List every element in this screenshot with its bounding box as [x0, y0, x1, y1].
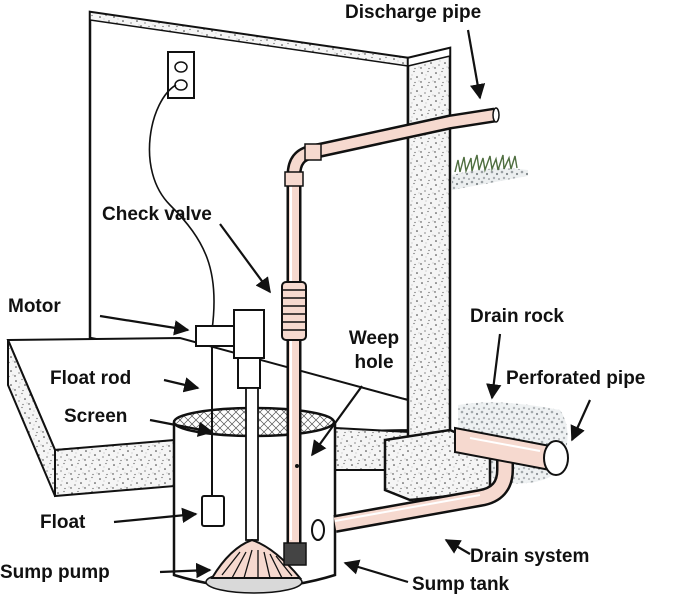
- label-float: Float: [40, 512, 86, 533]
- label-check-valve: Check valve: [102, 204, 212, 225]
- check-valve: [281, 281, 307, 468]
- outdoor-ground: [452, 154, 528, 190]
- discharge-pipe: [284, 107, 500, 545]
- label-sump-pump: Sump pump: [0, 562, 110, 583]
- pump-assembly: [195, 309, 307, 579]
- label-hole: hole: [354, 352, 394, 373]
- label-weep: Weep: [348, 328, 400, 349]
- weep-hole-mark: [295, 464, 299, 468]
- label-float-rod: Float rod: [50, 368, 132, 389]
- label-discharge-pipe: Discharge pipe: [345, 2, 482, 23]
- power-cord: [148, 84, 215, 331]
- label-sump-tank: Sump tank: [412, 574, 510, 595]
- leader-arrows: [99, 29, 592, 584]
- label-screen: Screen: [64, 406, 128, 427]
- perforated-pipe: [454, 426, 569, 476]
- power-outlet: [167, 51, 195, 99]
- label-perforated-pipe: Perforated pipe: [506, 368, 646, 389]
- drain-system-pipe: [333, 450, 514, 533]
- label-drain-system: Drain system: [470, 546, 590, 567]
- label-motor: Motor: [8, 296, 61, 317]
- label-drain-rock: Drain rock: [470, 306, 564, 327]
